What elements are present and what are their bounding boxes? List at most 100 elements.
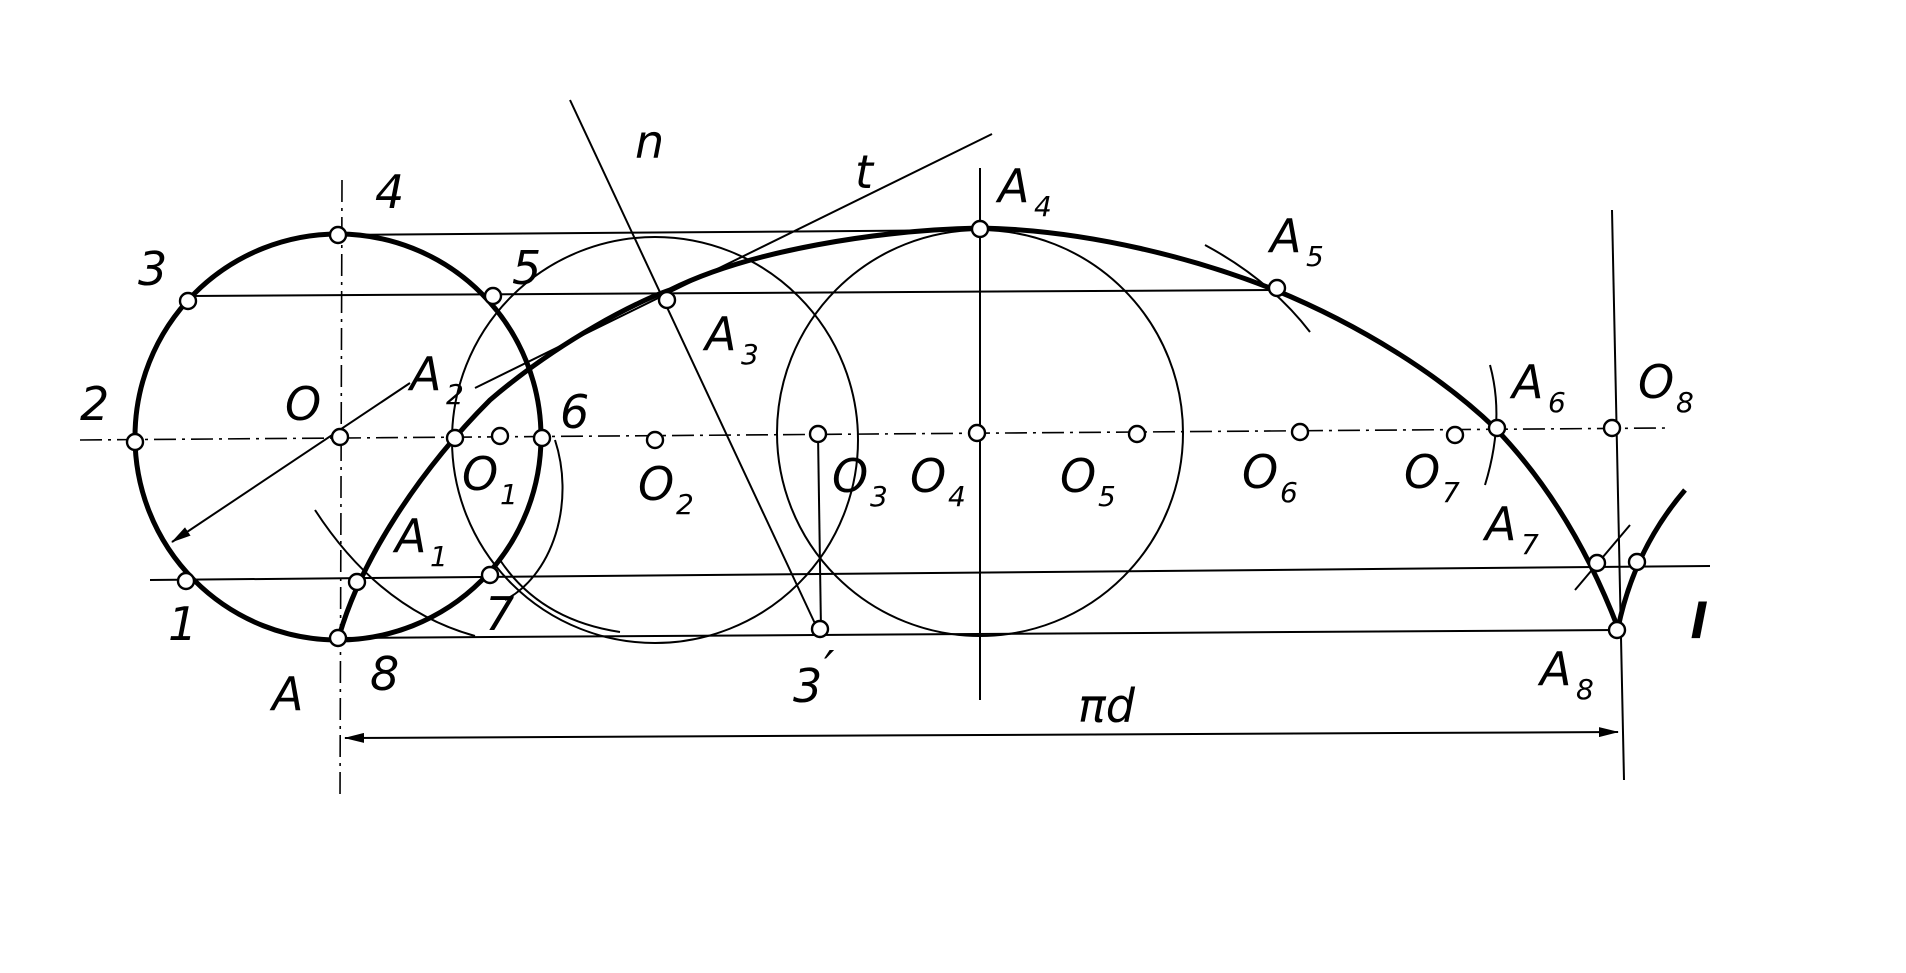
label-O8-letter: O bbox=[1638, 355, 1674, 409]
label-5: 5 bbox=[512, 241, 541, 295]
label-A3-sub: 3 bbox=[741, 338, 759, 371]
label-O4-letter: O bbox=[910, 449, 946, 503]
point-O8 bbox=[1602, 418, 1622, 438]
line-through-3-5 bbox=[187, 289, 1276, 297]
label-A8: A 8 bbox=[1537, 642, 1594, 706]
label-A4: A 4 bbox=[995, 159, 1052, 223]
point-A4 bbox=[970, 219, 990, 239]
label-A5: A 5 bbox=[1267, 209, 1324, 273]
label-O8-sub: 8 bbox=[1676, 386, 1694, 419]
point-4 bbox=[328, 225, 348, 245]
point-2 bbox=[125, 432, 145, 452]
label-O2-sub: 2 bbox=[676, 488, 694, 521]
point-A3 bbox=[657, 290, 677, 310]
label-6: 6 bbox=[560, 385, 589, 439]
label-A6: A 6 bbox=[1509, 355, 1566, 419]
point-O4 bbox=[967, 423, 987, 443]
label-O3-sub: 3 bbox=[870, 480, 888, 513]
label-A8-letter: A bbox=[1537, 642, 1571, 696]
label-t: t bbox=[855, 145, 875, 199]
label-A7-sub: 7 bbox=[1521, 528, 1539, 561]
point-O2 bbox=[645, 430, 665, 450]
label-O7-letter: O bbox=[1404, 445, 1440, 499]
label-O3-letter: O bbox=[832, 449, 868, 503]
label-3: 3 bbox=[138, 242, 167, 296]
label-8: 8 bbox=[370, 647, 399, 701]
label-A4-sub: 4 bbox=[1034, 190, 1052, 223]
label-A5-letter: A bbox=[1267, 209, 1301, 263]
label-A1-sub: 1 bbox=[430, 540, 448, 573]
vertical-line-O3 bbox=[817, 433, 822, 631]
radius-arrow bbox=[171, 382, 411, 543]
point-A5 bbox=[1267, 278, 1287, 298]
point-O3 bbox=[808, 424, 828, 444]
point-O6 bbox=[1290, 422, 1310, 442]
label-O7-sub: 7 bbox=[1442, 476, 1460, 509]
point-3 bbox=[178, 291, 198, 311]
cycloid-next-arch bbox=[1615, 488, 1687, 629]
label-1: 1 bbox=[168, 597, 197, 651]
label-l: l bbox=[1690, 594, 1707, 650]
point-O5 bbox=[1127, 424, 1147, 444]
label-A: A bbox=[269, 667, 303, 721]
label-O5-letter: O bbox=[1060, 449, 1096, 503]
label-A2-letter: A bbox=[407, 347, 441, 401]
label-4: 4 bbox=[375, 165, 404, 219]
label-A1: A 1 bbox=[392, 509, 448, 573]
label-pi-d: πd bbox=[1078, 679, 1136, 733]
points bbox=[125, 219, 1647, 648]
point-O bbox=[330, 427, 350, 447]
label-O2: O 2 bbox=[638, 457, 694, 521]
label-7: 7 bbox=[485, 587, 514, 641]
point-1 bbox=[176, 571, 196, 591]
label-O3: O 3 bbox=[832, 449, 888, 513]
label-A5-sub: 5 bbox=[1306, 240, 1324, 273]
label-A7: A 7 bbox=[1482, 497, 1539, 561]
label-O4-sub: 4 bbox=[948, 480, 966, 513]
point-A2 bbox=[445, 428, 465, 448]
label-A6-sub: 6 bbox=[1548, 386, 1566, 419]
label-O6: O 6 bbox=[1242, 445, 1298, 509]
construction-lines bbox=[79, 99, 1711, 801]
label-O2-letter: O bbox=[638, 457, 674, 511]
line-through-4 bbox=[337, 229, 981, 236]
label-A1-letter: A bbox=[392, 509, 426, 563]
vertical-axis-O bbox=[339, 179, 343, 801]
point-3-prime bbox=[810, 619, 830, 639]
label-A3: A 3 bbox=[702, 307, 759, 371]
point-A7 bbox=[1587, 553, 1607, 573]
label-O6-letter: O bbox=[1242, 445, 1278, 499]
label-O1-letter: O bbox=[462, 447, 498, 501]
label-A2-sub: 2 bbox=[446, 378, 464, 411]
label-O8: O 8 bbox=[1638, 355, 1694, 419]
label-A8-sub: 8 bbox=[1576, 673, 1594, 706]
line-through-1-7 bbox=[149, 565, 1711, 581]
labels: 1 2 3 4 5 6 7 8 A O A 1 A 2 A 3 A 4 A 5 … bbox=[80, 115, 1707, 733]
label-A2: A 2 bbox=[407, 347, 464, 411]
label-O1: O 1 bbox=[462, 447, 518, 511]
label-3-prime-mark: ′ bbox=[824, 641, 835, 695]
point-8-A bbox=[328, 628, 348, 648]
label-O6-sub: 6 bbox=[1280, 476, 1298, 509]
label-O1-sub: 1 bbox=[500, 478, 518, 511]
label-O4: O 4 bbox=[910, 449, 966, 513]
point-6 bbox=[532, 428, 552, 448]
point-A8 bbox=[1607, 620, 1627, 640]
arc-near-A1 bbox=[314, 509, 476, 637]
vertical-line-O8 bbox=[1611, 209, 1625, 781]
label-A6-letter: A bbox=[1509, 355, 1543, 409]
point-5 bbox=[483, 286, 503, 306]
label-O7: O 7 bbox=[1404, 445, 1460, 509]
label-A3-letter: A bbox=[702, 307, 736, 361]
point-7 bbox=[480, 565, 500, 585]
point-O7 bbox=[1445, 425, 1465, 445]
label-O: O bbox=[285, 377, 321, 431]
point-A7-mirror bbox=[1627, 552, 1647, 572]
dimension-line bbox=[344, 727, 1619, 743]
label-n: n bbox=[635, 115, 664, 169]
label-3-prime-number: 3 bbox=[793, 659, 822, 713]
label-A7-letter: A bbox=[1482, 497, 1516, 551]
label-3-prime: 3 ′ bbox=[793, 641, 835, 713]
point-O1 bbox=[490, 426, 510, 446]
